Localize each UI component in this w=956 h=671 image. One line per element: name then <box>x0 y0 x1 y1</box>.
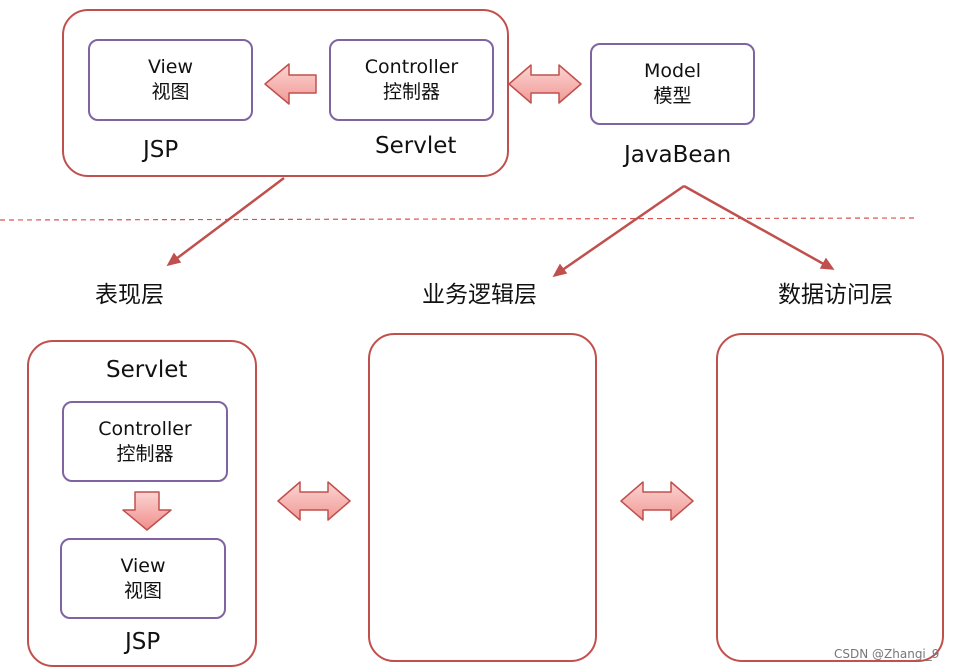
arrow-presentation-business-bidirectional <box>277 481 351 521</box>
model-label-en: Model <box>643 60 702 82</box>
arrow-mvc-model-bidirectional <box>508 64 582 104</box>
line-javabean-to-business <box>557 184 685 275</box>
layer-title-business: 业务逻辑层 <box>422 282 537 308</box>
view-box-bottom: View 视图 <box>60 538 226 619</box>
line-javabean-to-data-access <box>683 184 830 269</box>
controller-box-top: Controller 控制器 <box>329 39 494 121</box>
dashed-divider <box>0 217 919 221</box>
line-mvc-to-presentation <box>171 177 285 263</box>
servlet-label-top: Servlet <box>375 133 457 159</box>
view-label-en: View <box>147 56 194 78</box>
view-label-zh-bottom: 视图 <box>123 579 162 602</box>
arrowhead-data-access <box>819 257 835 270</box>
arrowhead-business <box>552 263 568 278</box>
watermark-text: CSDN @Zhangi_9 <box>834 647 940 661</box>
layer-title-data-access: 数据访问层 <box>778 282 893 308</box>
data-access-layer-box <box>716 333 944 662</box>
controller-label-zh-bottom: 控制器 <box>116 442 174 465</box>
model-box: Model 模型 <box>590 43 755 125</box>
controller-label-en: Controller <box>364 56 459 78</box>
arrow-controller-to-view-bottom <box>122 491 172 531</box>
jsp-label-top: JSP <box>143 137 179 163</box>
business-layer-box <box>368 333 597 662</box>
controller-box-bottom: Controller 控制器 <box>62 401 228 482</box>
arrow-business-data-bidirectional <box>620 481 694 521</box>
view-label-en-bottom: View <box>120 554 166 577</box>
jsp-label-bottom: JSP <box>125 629 161 655</box>
controller-label-zh: 控制器 <box>382 81 440 103</box>
arrowhead-presentation <box>166 252 182 267</box>
layer-title-presentation: 表现层 <box>95 282 164 308</box>
view-label-zh: 视图 <box>151 81 190 103</box>
controller-label-en-bottom: Controller <box>98 417 192 440</box>
javabean-label: JavaBean <box>624 142 732 168</box>
model-label-zh: 模型 <box>653 85 692 107</box>
view-box-top: View 视图 <box>88 39 253 121</box>
arrow-controller-to-view <box>264 63 317 105</box>
servlet-label-bottom: Servlet <box>106 357 188 383</box>
